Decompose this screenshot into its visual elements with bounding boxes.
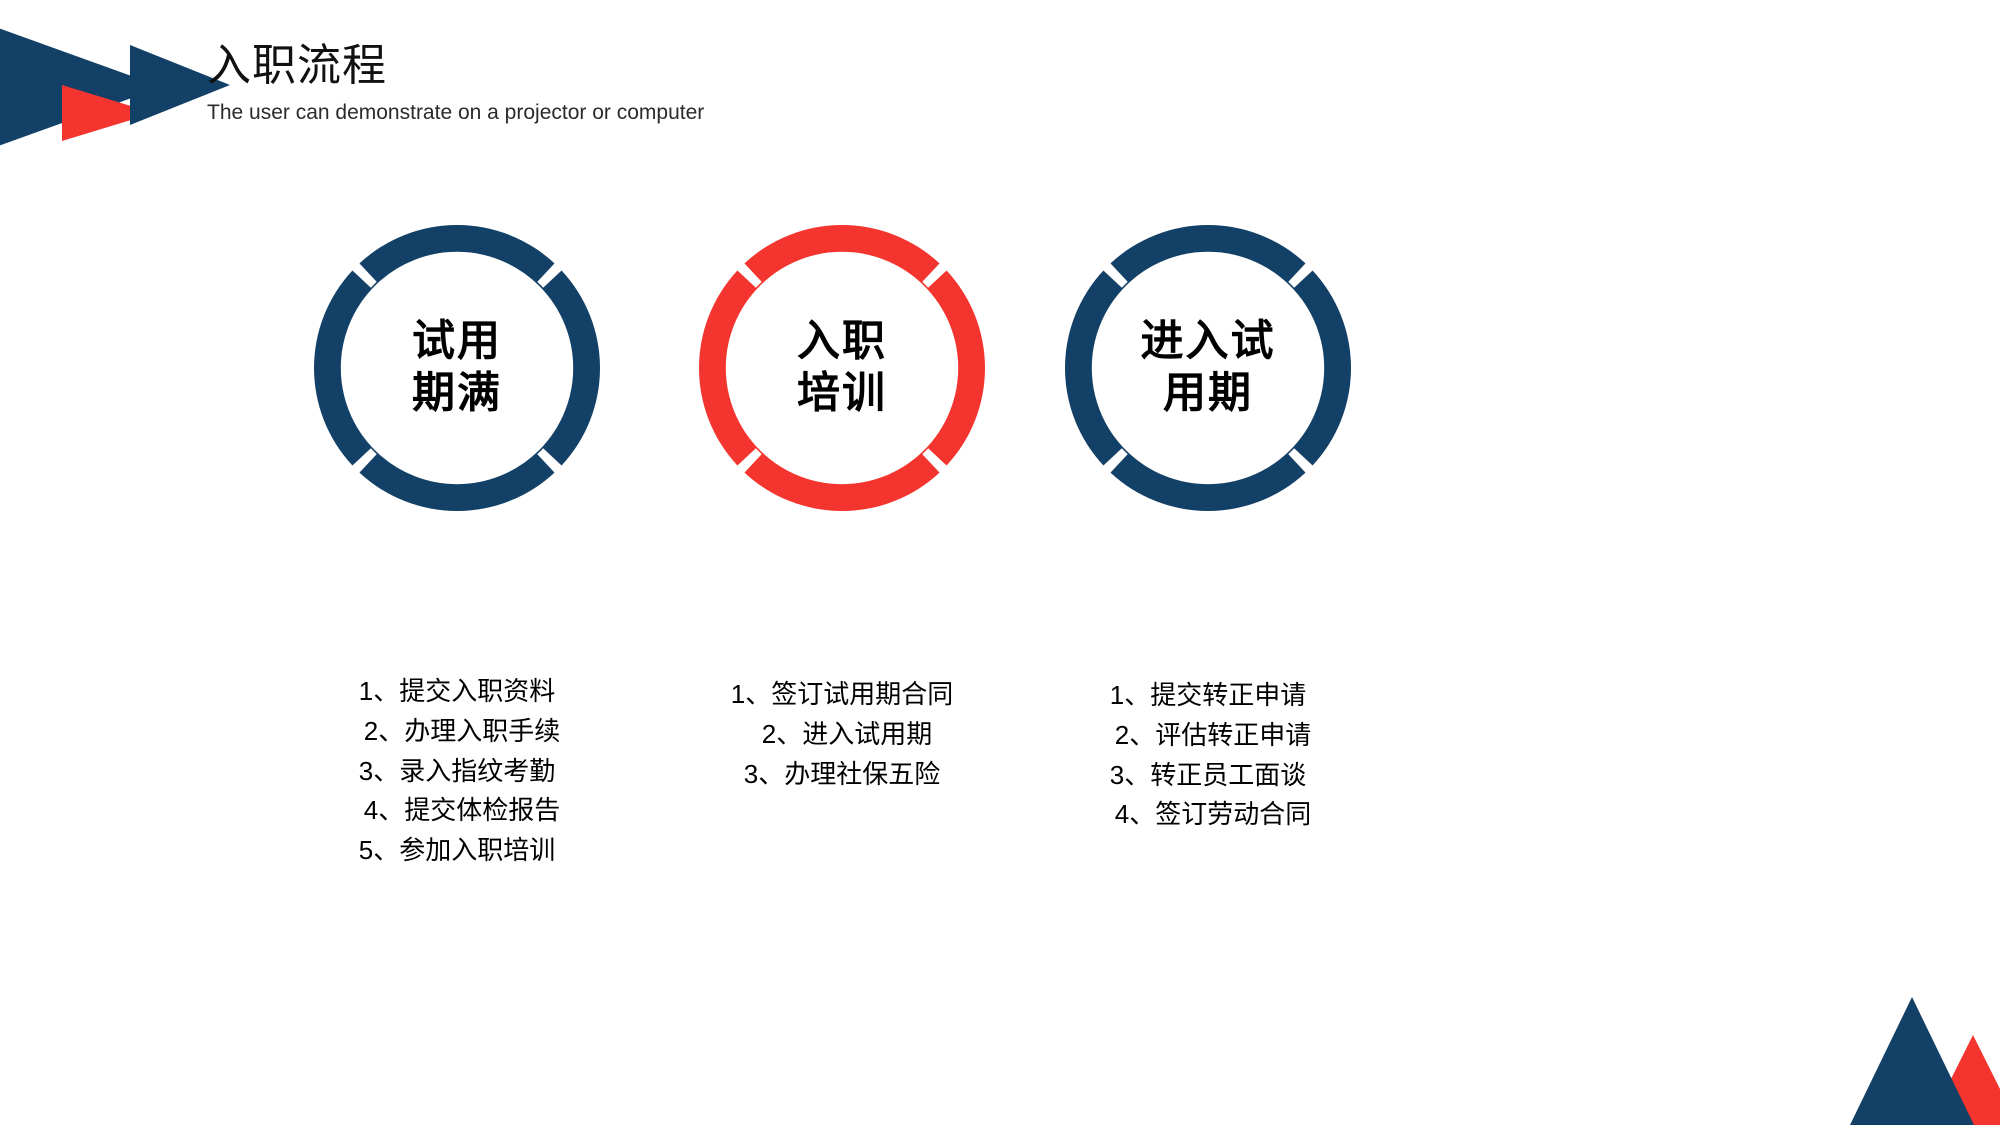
small-navy-triangle-icon [130,45,230,125]
step-1-label: 试用期满 [287,316,627,421]
ring-arc-segment [744,225,940,283]
process-step-3[interactable]: 进入试用期 [1038,218,1378,518]
ring-arc-segment [359,225,555,283]
ring-arc-segment [699,270,757,466]
ring-arc-segment [1110,225,1306,283]
ring-arc-segment [744,453,940,511]
ring-arc-segment [359,453,555,511]
ring-arc-segment [542,270,600,466]
label-line-1: 试用 [412,317,502,366]
step-3-label: 进入试用期 [1038,316,1378,421]
step-2-item-list: 1、签订试用期合同 2、进入试用期 3、办理社保五险 [672,675,1012,794]
segmented-ring-icon [313,225,600,511]
br-navy-triangle-icon [1850,997,1974,1125]
step-1-ring [287,218,627,518]
ring-arc-segment [1293,270,1351,466]
process-step-2[interactable]: 入职培训 [672,218,1012,518]
process-circles-row: 试用期满 入职培训 进入试用期 [0,218,2000,518]
page-title: 入职流程 [207,41,387,90]
list-item: 1、签订试用期合同 [730,679,954,709]
list-item: 2、评估转正申请 [1114,719,1312,750]
ring-arc-segment [313,270,372,466]
ring-arc-segment [927,270,985,466]
step-2-ring [672,218,1012,518]
list-item: 4、签订劳动合同 [1114,799,1312,830]
list-item: 2、办理入职手续 [363,715,561,746]
list-item: 3、录入指纹考勤 [358,755,556,786]
step-1-item-list: 1、提交入职资料 2、办理入职手续 3、录入指纹考勤 4、提交体检报告 5、参加入职培训 [287,672,627,871]
list-item: 1、提交入职资料 [358,676,556,706]
segmented-ring-icon [699,225,985,511]
list-item: 3、办理社保五险 [743,758,941,789]
slide-header: 入职流程 The user can demonstrate on a proje… [207,41,705,125]
ring-arc-segment [1065,270,1123,466]
label-line-1: 进入试 [1140,317,1276,366]
label-line-2: 培训 [797,370,887,418]
list-item: 2、进入试用期 [761,718,933,749]
label-line-2: 用期 [1163,370,1253,418]
list-item: 1、提交转正申请 [1109,680,1307,710]
step-3-item-list: 1、提交转正申请 2、评估转正申请 3、转正员工面谈 4、签订劳动合同 [1038,676,1378,835]
process-step-1[interactable]: 试用期满 [287,218,627,518]
step-2-label: 入职培训 [672,316,1012,421]
list-item: 4、提交体检报告 [363,795,561,826]
label-line-2: 期满 [412,370,502,418]
segmented-ring-icon [1065,225,1351,511]
list-item: 5、参加入职培训 [358,835,556,866]
page-subtitle: The user can demonstrate on a projector … [207,101,705,125]
list-item: 3、转正员工面谈 [1109,759,1307,790]
label-line-1: 入职 [797,317,887,366]
step-3-ring [1038,218,1378,518]
top-left-decoration [0,0,280,180]
ring-arc-segment [1110,453,1306,511]
bottom-right-decoration [1840,965,2000,1125]
